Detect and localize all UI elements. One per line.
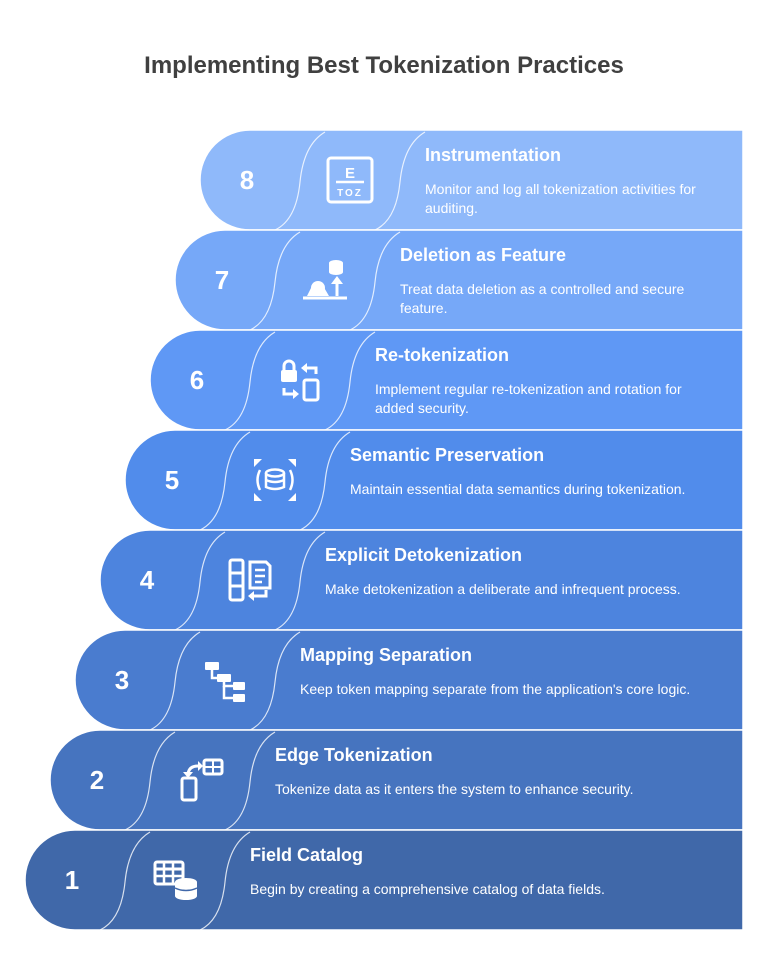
step-divider-6-1: [224, 331, 276, 431]
step-description: Tokenize data as it enters the system to…: [275, 781, 634, 797]
step-number-6: 6: [189, 365, 205, 395]
step-description: Implement regular re-tokenization and ro…: [375, 381, 682, 416]
step-title: Edge Tokenization: [275, 745, 433, 765]
step-number-5: 5: [164, 465, 180, 495]
step-divider-8-1: [274, 131, 326, 231]
step-band-1: [24, 829, 744, 931]
step-description: Begin by creating a comprehensive catalo…: [250, 881, 605, 897]
step-number-7: 7: [214, 265, 230, 295]
step-title: Field Catalog: [250, 845, 364, 865]
step-description: Maintain essential data semantics during…: [350, 481, 686, 497]
step-number-4: 4: [139, 565, 155, 595]
step-title: Re-tokenization: [375, 345, 510, 365]
step-divider-2-2: [224, 731, 276, 831]
step-title: Deletion as Feature: [400, 245, 567, 265]
step-number-2: 2: [89, 765, 105, 795]
step-description: Treat data deletion as a controlled and …: [400, 281, 685, 316]
step-title: Semantic Preservation: [350, 445, 545, 465]
step-number-3: 3: [114, 665, 130, 695]
step-divider-7-2: [349, 231, 401, 331]
step-title: Mapping Separation: [300, 645, 473, 665]
step-divider-4-2: [274, 531, 326, 631]
step-divider-8-2: [374, 131, 426, 231]
step-title: Instrumentation: [425, 145, 562, 165]
step-description: Make detokenization a deliberate and inf…: [325, 581, 681, 597]
step-description: Keep token mapping separate from the app…: [300, 681, 691, 697]
step-divider-5-1: [199, 431, 251, 531]
step-number-1: 1: [64, 865, 80, 895]
step-divider-1-2: [199, 831, 251, 931]
step-divider-6-2: [324, 331, 376, 431]
step-divider-3-1: [149, 631, 201, 731]
step-divider-5-2: [299, 431, 351, 531]
step-divider-2-1: [124, 731, 176, 831]
step-description: Monitor and log all tokenization activit…: [425, 181, 696, 216]
step-divider-3-2: [249, 631, 301, 731]
step-title: Explicit Detokenization: [325, 545, 523, 565]
step-number-8: 8: [239, 165, 255, 195]
step-divider-1-1: [99, 831, 151, 931]
step-divider-7-1: [249, 231, 301, 331]
step-divider-4-1: [174, 531, 226, 631]
page-title: Implementing Best Tokenization Practices: [144, 52, 624, 79]
